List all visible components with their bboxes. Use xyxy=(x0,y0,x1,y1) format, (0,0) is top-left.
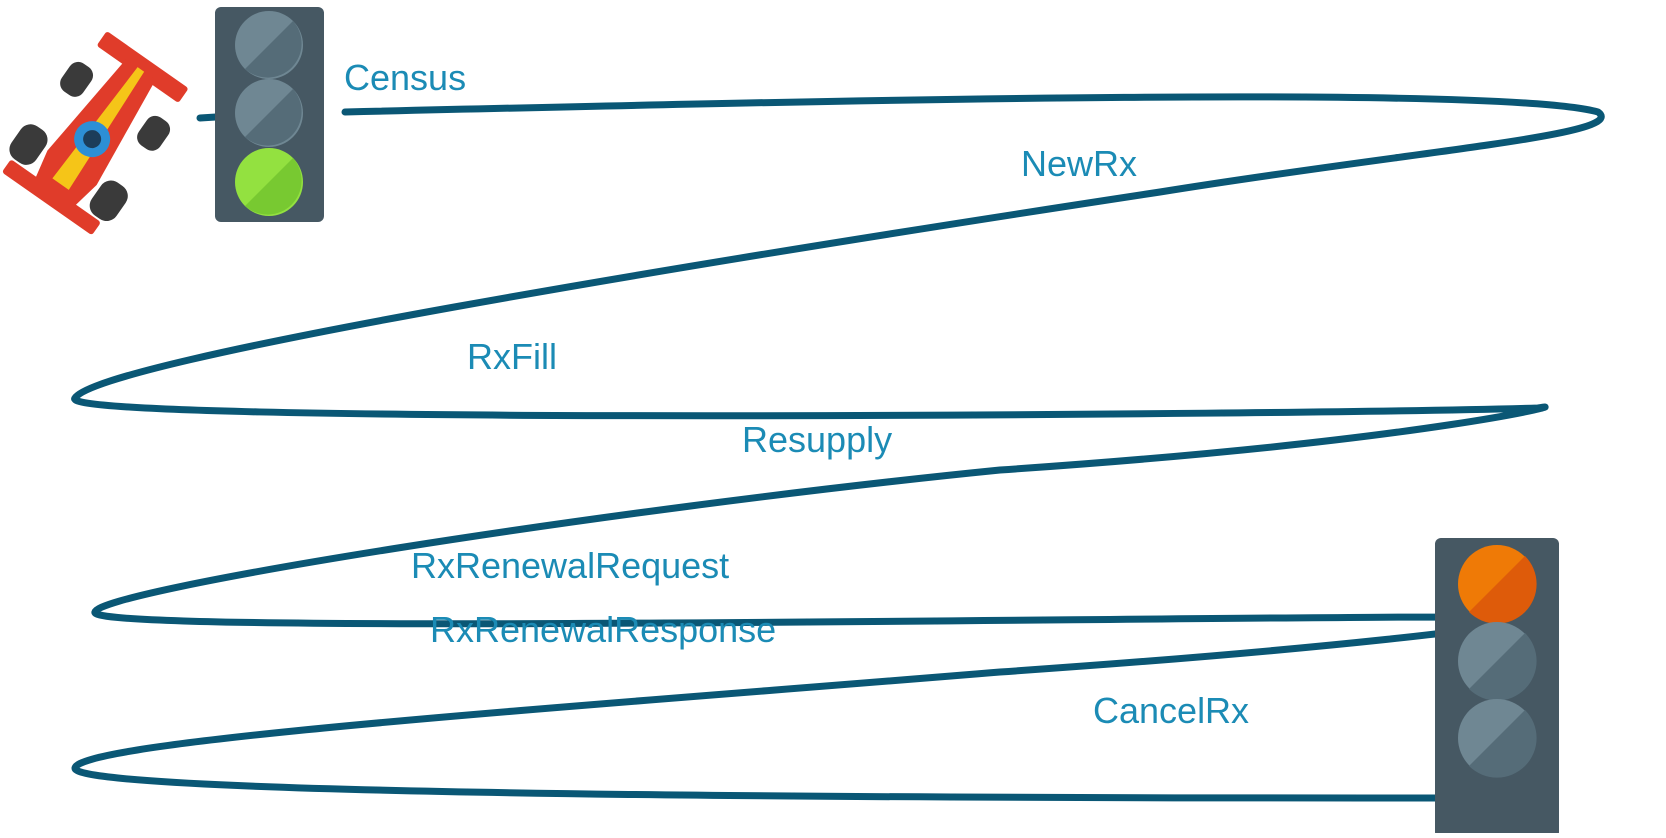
car-rear-wing xyxy=(2,160,100,235)
traffic-light-middle-lamp-off xyxy=(1458,622,1537,701)
car-tire-rear-right xyxy=(89,180,128,222)
stage-label-rxrenewalrequest: RxRenewalRequest xyxy=(411,545,730,586)
race-car-icon xyxy=(2,32,188,235)
car-tire-front-right xyxy=(137,115,171,151)
car-tire-rear-left xyxy=(9,124,48,165)
traffic-light-middle-lamp-off xyxy=(235,79,303,147)
stage-label-resupply: Resupply xyxy=(742,419,893,460)
traffic-light-top-lamp-off xyxy=(235,11,303,79)
stage-label-rxrenewalresponse: RxRenewalResponse xyxy=(430,609,777,650)
traffic-light-red-icon xyxy=(1435,538,1559,838)
traffic-light-green-icon xyxy=(215,7,324,222)
stage-label-census: Census xyxy=(344,57,467,98)
stage-label-rxfill: RxFill xyxy=(467,336,557,377)
traffic-light-bottom-lamp-off xyxy=(1458,699,1537,778)
traffic-light-bottom-lamp-green xyxy=(235,148,303,216)
stage-label-newrx: NewRx xyxy=(1021,143,1138,184)
stage-label-cancelrx: CancelRx xyxy=(1093,690,1250,731)
car-front-wing xyxy=(97,32,188,102)
car-visor xyxy=(83,130,102,149)
car-tire-front-left xyxy=(60,61,94,97)
traffic-light-top-lamp-red xyxy=(1458,545,1537,624)
